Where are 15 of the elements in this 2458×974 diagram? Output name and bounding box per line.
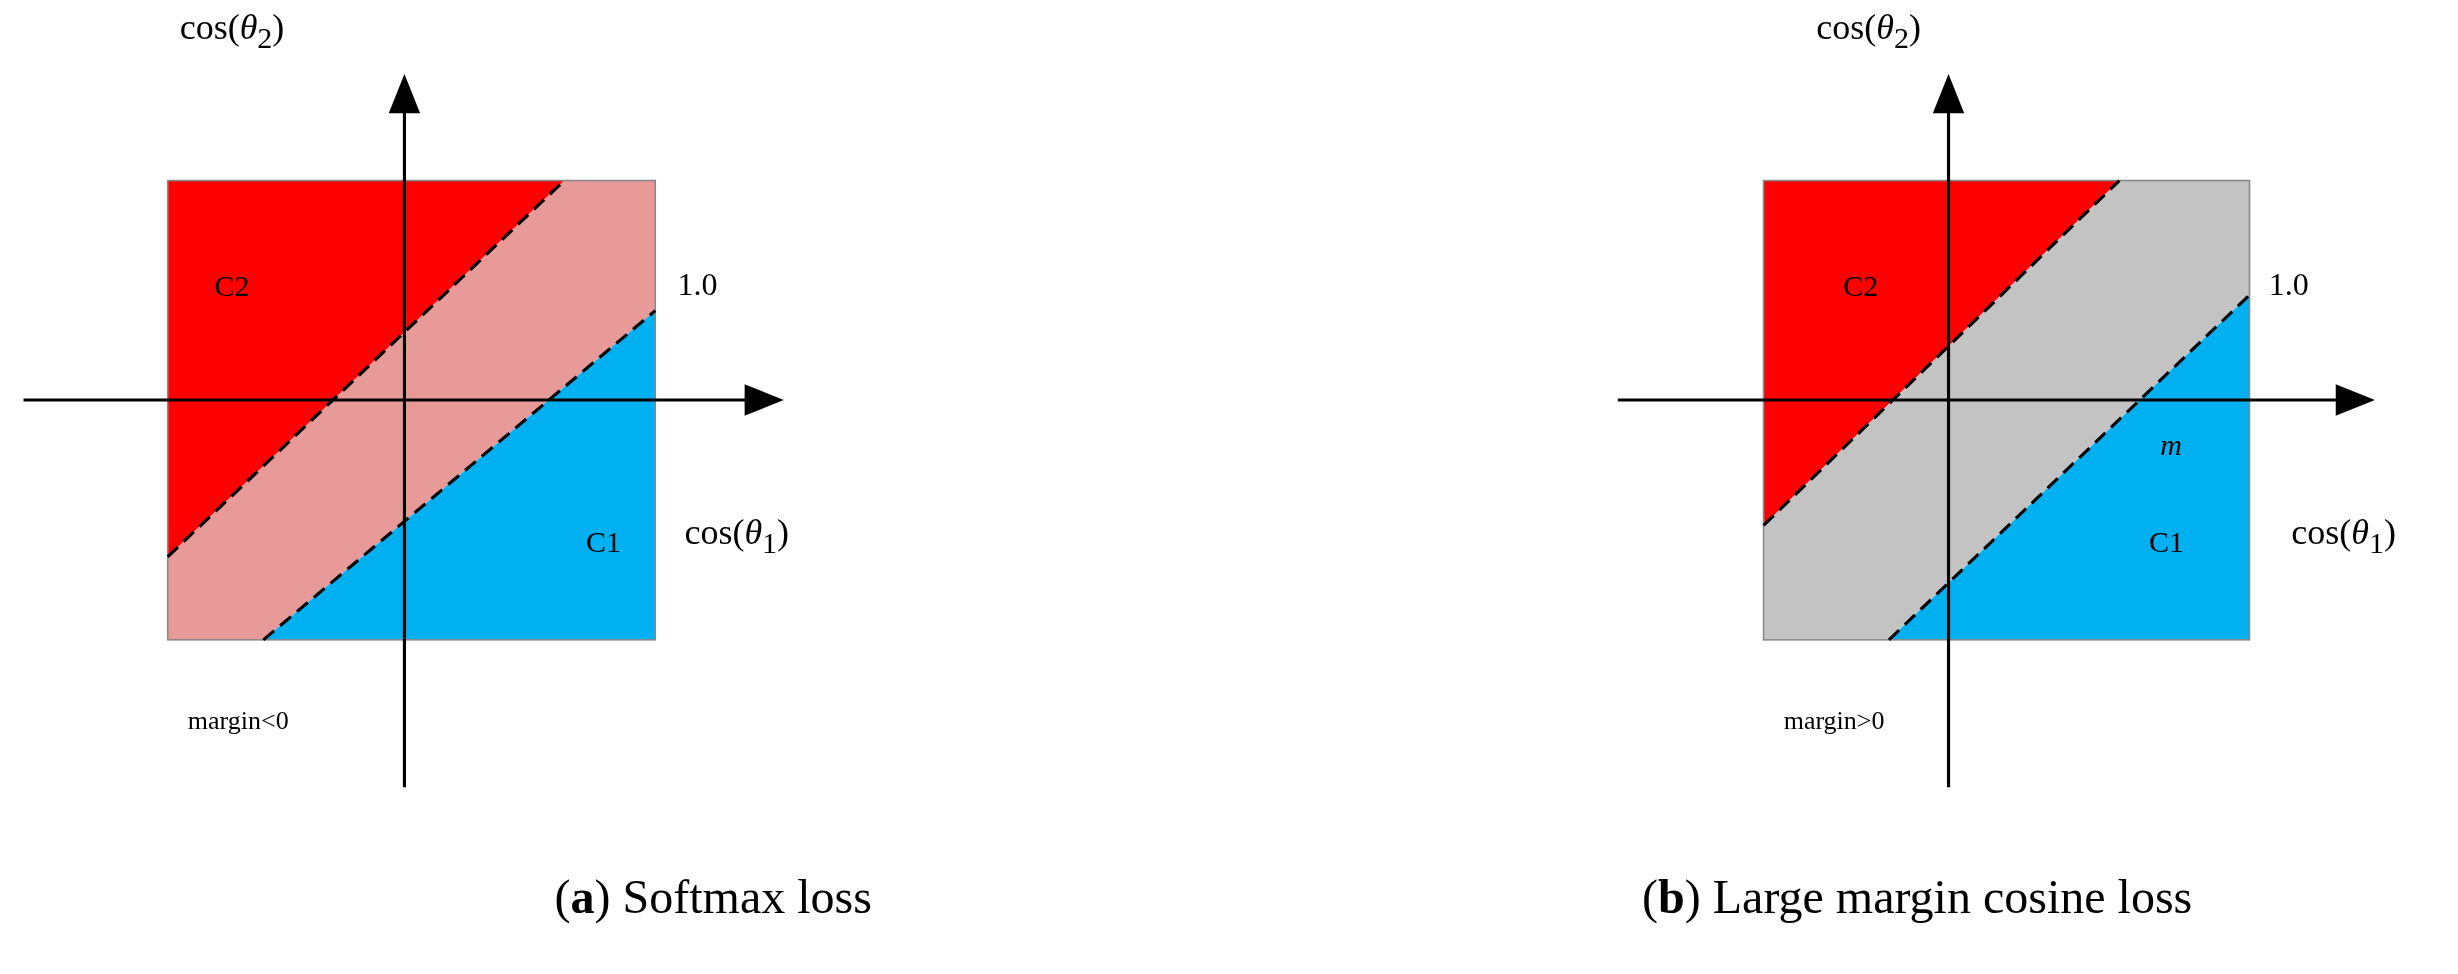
- axis-label: cos(θ$_{2}$): [1816, 8, 1921, 54]
- tick-label: 1.0: [677, 267, 718, 303]
- class-label: C2: [1843, 268, 1879, 302]
- axis-label: cos(θ$_{1}$): [2291, 513, 2396, 559]
- axis-label: cos(θ$_{1}$): [684, 513, 790, 559]
- margin-symbol: m: [2160, 427, 2182, 461]
- class-label: C2: [214, 268, 250, 302]
- margin-note: margin<0: [187, 706, 289, 736]
- class-label: C1: [2148, 524, 2184, 558]
- axis-label: cos(θ$_{2}$): [179, 8, 285, 54]
- class-label: C1: [586, 524, 621, 558]
- tick-label: 1.0: [2268, 267, 2309, 303]
- figure-caption: (a) Softmax loss: [554, 870, 872, 924]
- figure-caption: (b) Large margin cosine loss: [1642, 870, 2193, 924]
- margin-note: margin>0: [1783, 706, 1885, 736]
